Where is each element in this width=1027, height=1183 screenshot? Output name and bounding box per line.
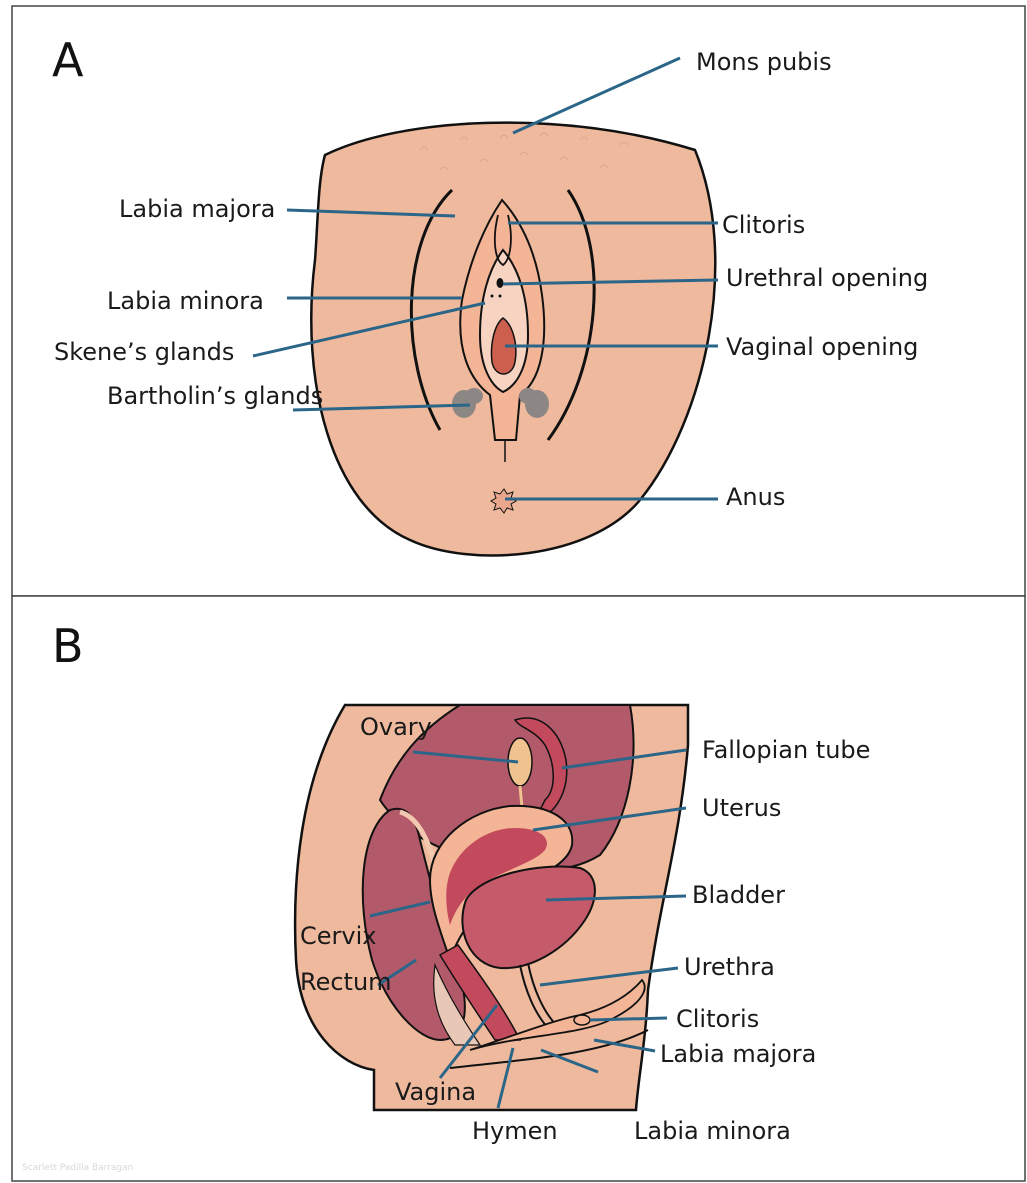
label-fallopian-tube: Fallopian tube	[702, 736, 870, 764]
ovary-ligament	[520, 786, 522, 808]
label-urethral-opening: Urethral opening	[726, 264, 928, 292]
label-hymen: Hymen	[472, 1117, 558, 1145]
label-mons-pubis: Mons pubis	[696, 48, 832, 76]
label-labia-majora-a: Labia majora	[119, 195, 275, 223]
label-bladder: Bladder	[692, 881, 785, 909]
label-labia-minora-b: Labia minora	[634, 1117, 791, 1145]
label-rectum: Rectum	[300, 968, 392, 996]
label-labia-majora-b: Labia majora	[660, 1040, 816, 1068]
urethral-opening-mark	[497, 278, 504, 288]
skenes-glands-mark	[491, 295, 494, 298]
panel-b-letter: B	[52, 619, 84, 673]
image-credit: Scarlett Padilla Barragan	[22, 1163, 133, 1173]
label-cervix: Cervix	[300, 922, 376, 950]
label-urethra: Urethra	[684, 953, 775, 981]
label-ovary: Ovary	[360, 713, 432, 741]
label-vaginal-opening: Vaginal opening	[726, 333, 918, 361]
panel-a-letter: A	[52, 33, 84, 87]
label-skenes-glands: Skene’s glands	[54, 338, 234, 366]
label-clitoris-b: Clitoris	[676, 1005, 759, 1033]
label-clitoris-a: Clitoris	[722, 211, 805, 239]
label-bartholins-glands: Bartholin’s glands	[107, 382, 323, 410]
leader-clitoris-b	[590, 1018, 667, 1020]
label-vagina: Vagina	[395, 1078, 476, 1106]
label-uterus: Uterus	[702, 794, 781, 822]
label-anus: Anus	[726, 483, 785, 511]
anus-mark	[491, 489, 516, 513]
clitoris-shape-b	[574, 1015, 590, 1025]
skenes-glands-mark-2	[499, 295, 502, 298]
label-labia-minora-a: Labia minora	[107, 287, 264, 315]
